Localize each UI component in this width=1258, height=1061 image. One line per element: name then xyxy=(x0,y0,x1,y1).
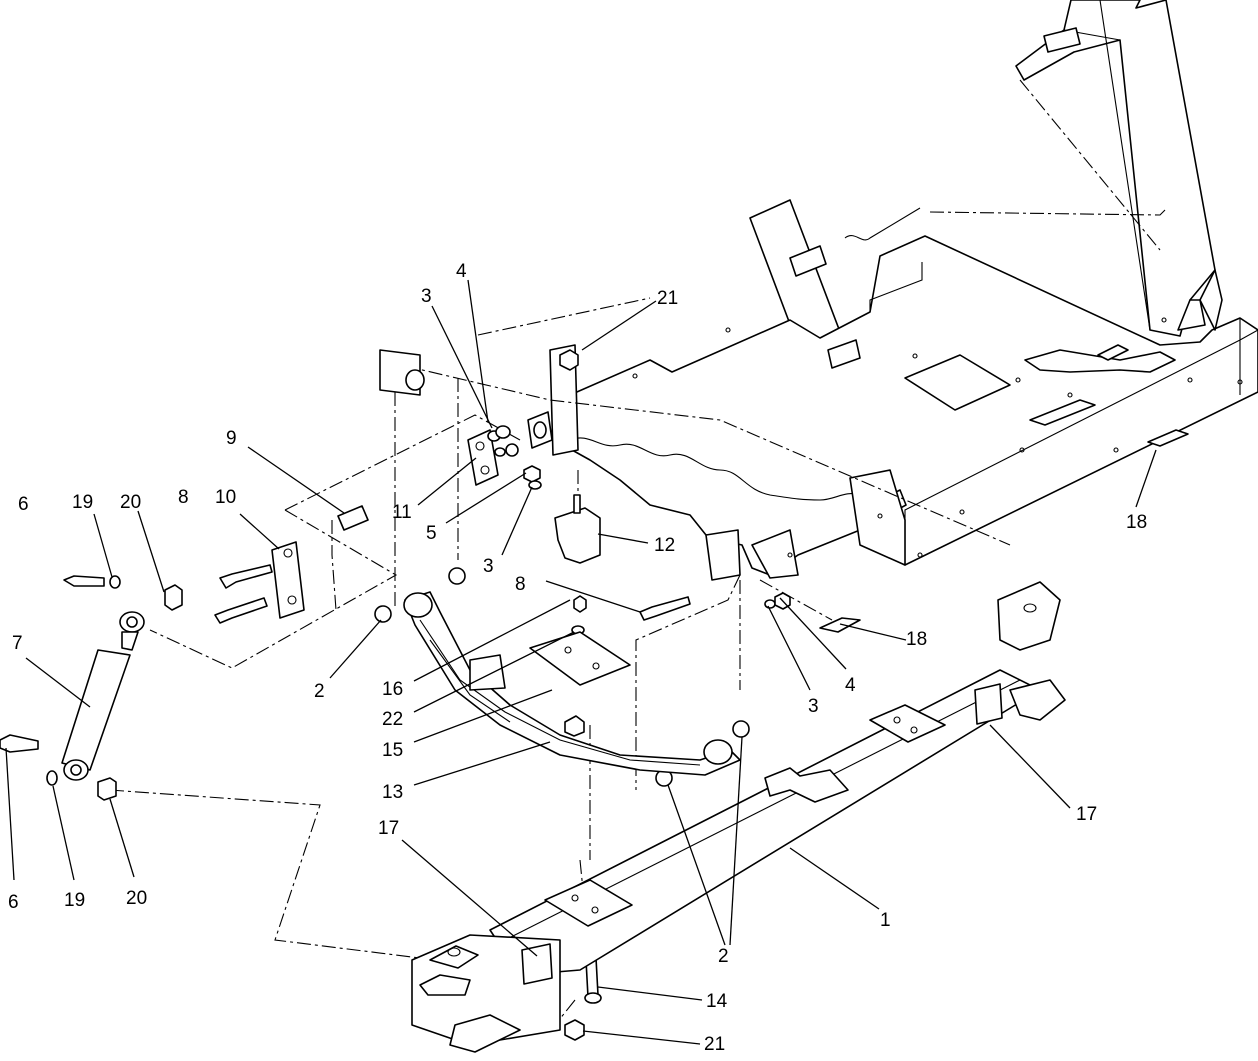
callout-4: 4 xyxy=(456,261,467,282)
callout-2: 2 xyxy=(314,681,325,702)
callout-20: 20 xyxy=(120,492,141,513)
callout-4: 4 xyxy=(845,675,856,696)
callout-17: 17 xyxy=(1076,804,1097,825)
front-axle xyxy=(411,581,1066,1053)
main-frame xyxy=(549,0,1258,581)
callout-15: 15 xyxy=(382,740,403,761)
callout-5: 5 xyxy=(426,523,437,544)
callout-9: 9 xyxy=(226,428,237,449)
callout-11: 11 xyxy=(392,502,412,523)
callout-2: 2 xyxy=(718,946,729,967)
callout-13: 13 xyxy=(382,782,403,803)
callout-3: 3 xyxy=(421,286,432,307)
callout-22: 22 xyxy=(382,709,403,730)
callout-3: 3 xyxy=(808,696,819,717)
callout-3: 3 xyxy=(483,556,494,577)
callout-20: 20 xyxy=(126,888,147,909)
callout-19: 19 xyxy=(64,890,85,911)
callout-18: 18 xyxy=(906,629,927,650)
callout-18: 18 xyxy=(1126,512,1147,533)
callout-14: 14 xyxy=(706,991,728,1012)
callout-1: 1 xyxy=(880,910,891,931)
shock-absorber xyxy=(61,611,145,781)
callout-8: 8 xyxy=(178,487,189,508)
leader-lines xyxy=(5,279,1157,1045)
callout-7: 7 xyxy=(12,633,23,654)
hardware xyxy=(0,349,1189,1041)
callout-16: 16 xyxy=(382,679,403,700)
callout-17: 17 xyxy=(378,818,399,839)
leaf-spring-assembly xyxy=(403,591,741,776)
callout-21: 21 xyxy=(704,1034,725,1055)
callout-10: 10 xyxy=(215,487,236,508)
callout-6: 6 xyxy=(18,494,29,515)
callout-19: 19 xyxy=(72,492,93,513)
callout-21: 21 xyxy=(657,288,678,309)
front-hanger-brackets xyxy=(379,349,553,486)
callout-6: 6 xyxy=(8,892,19,913)
assembly-centerlines xyxy=(109,79,1166,1026)
callout-8: 8 xyxy=(515,574,526,595)
callout-12: 12 xyxy=(654,535,675,556)
callout-labels: 4 3 21 9 11 5 3 12 6 19 20 8 10 7 2 16 2… xyxy=(8,261,1147,1055)
